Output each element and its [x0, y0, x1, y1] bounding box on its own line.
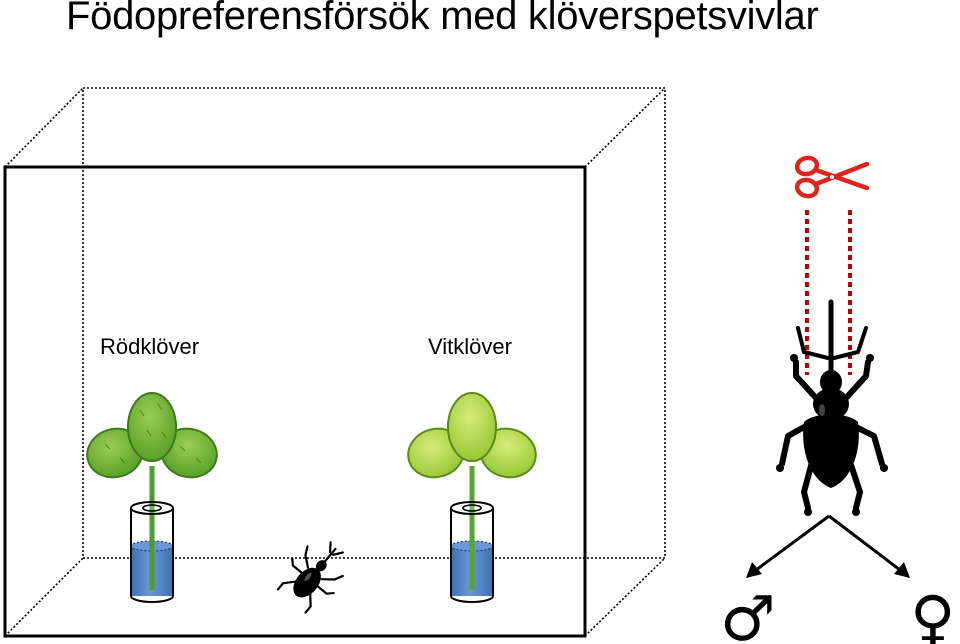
- weevil-icon: [776, 299, 888, 516]
- water-tube-right: [450, 501, 494, 603]
- red-clover-plant: [86, 392, 218, 590]
- cut-lines: [805, 210, 852, 375]
- label-red-clover: Rödklöver: [100, 334, 199, 359]
- white-clover-plant: [407, 392, 537, 590]
- male-symbol: ♂: [720, 582, 776, 644]
- cage-box: [3, 87, 666, 638]
- arrowheads: [746, 562, 910, 578]
- scissors-icon: [794, 155, 870, 199]
- split-arrows: [755, 514, 901, 572]
- water-tube-left: [130, 501, 174, 603]
- diagram-title: Födopreferensförsök med klöverspetsvivla…: [66, 0, 819, 38]
- label-white-clover: Vitklöver: [428, 334, 512, 359]
- female-symbol: ♀: [910, 582, 955, 644]
- weevil-icon-small: [276, 541, 344, 614]
